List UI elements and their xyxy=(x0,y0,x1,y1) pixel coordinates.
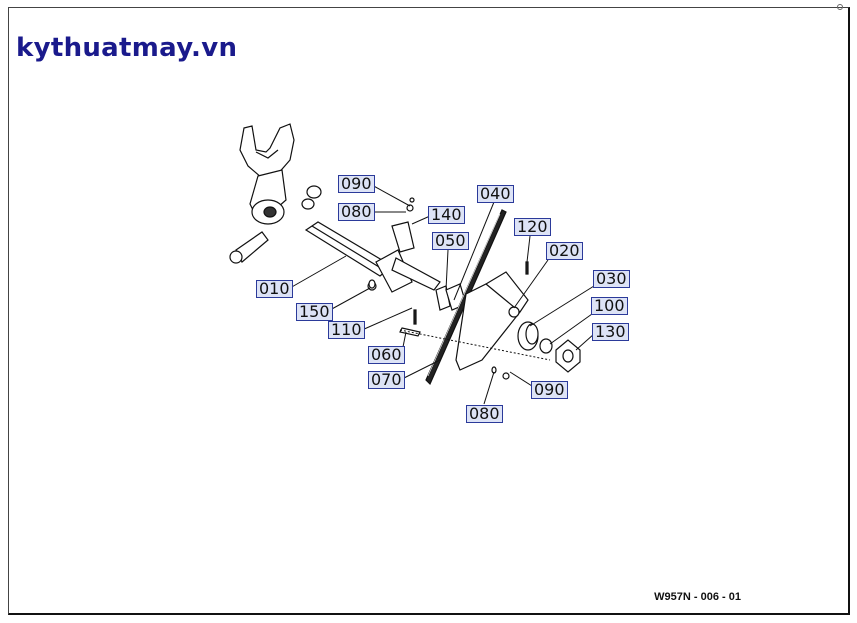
callout-150: 150 xyxy=(296,303,333,321)
drawing-code: W957N - 006 - 01 xyxy=(654,591,741,603)
callout-030: 030 xyxy=(593,270,630,288)
plate-020 xyxy=(455,283,521,371)
callout-080-bottom: 080 xyxy=(466,405,503,423)
callout-010: 010 xyxy=(256,280,293,298)
callout-040: 040 xyxy=(477,185,514,203)
bracket-140 xyxy=(391,221,415,253)
callout-100: 100 xyxy=(591,297,628,315)
callout-080-top: 080 xyxy=(338,203,375,221)
callout-020: 020 xyxy=(546,242,583,260)
yoke-assembly xyxy=(229,123,322,264)
pin-110 xyxy=(413,309,417,325)
callout-050: 050 xyxy=(432,232,469,250)
main-shaft xyxy=(304,221,441,293)
site-watermark: kythuatmay.vn xyxy=(16,33,238,63)
drawing-frame xyxy=(8,7,850,615)
callout-070: 070 xyxy=(368,371,405,389)
leader-lines xyxy=(289,183,595,405)
bolt-150 xyxy=(368,279,376,289)
corner-mark xyxy=(837,4,843,10)
callout-090-bottom: 090 xyxy=(531,381,568,399)
callout-120: 120 xyxy=(514,218,551,236)
callout-140: 140 xyxy=(428,206,465,224)
callout-130: 130 xyxy=(592,323,629,341)
bolt-060 xyxy=(399,327,421,337)
callout-110: 110 xyxy=(328,321,365,339)
callout-090-top: 090 xyxy=(338,175,375,193)
callout-060: 060 xyxy=(368,346,405,364)
washer-100 xyxy=(539,338,553,354)
pin-120 xyxy=(525,261,529,275)
